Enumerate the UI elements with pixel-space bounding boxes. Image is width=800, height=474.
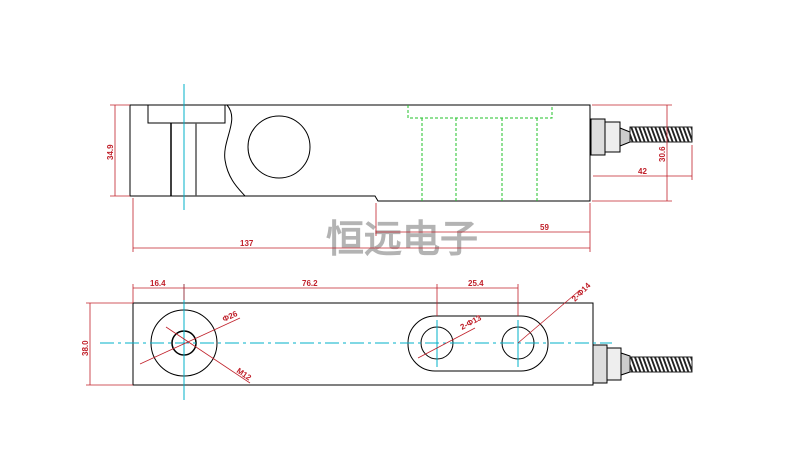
beam-outline-bottom — [132, 302, 594, 386]
width-dimension: 38.0 — [81, 340, 90, 356]
overall-length-dimension: 137 — [240, 239, 254, 248]
cable-connector-bottom — [592, 344, 693, 384]
cable-height-dimension: 30.6 — [658, 146, 667, 162]
cable-length-dimension: 42 — [638, 167, 647, 176]
cable-connector — [590, 118, 693, 156]
bottom-view — [100, 284, 693, 400]
hole-pitch-dimension: 25.4 — [468, 279, 484, 288]
edge-to-hole-dimension: 16.4 — [150, 279, 166, 288]
mount-block — [147, 104, 226, 124]
beam-outline — [129, 104, 591, 202]
height-dimension: 34.9 — [106, 144, 115, 160]
bore-circle — [247, 115, 311, 179]
relief-curve — [224, 104, 246, 197]
top-dimensions — [110, 104, 693, 252]
centerlines-bottom — [100, 284, 612, 400]
thread-dimension: M12 — [235, 366, 253, 382]
beam-section-dimension: 59 — [540, 223, 549, 232]
outer-diameter-dimension: Φ26 — [221, 309, 239, 324]
watermark: 恒远电子 — [326, 216, 478, 261]
top-view — [129, 84, 693, 210]
slot-end-dimension: 2-Φ14 — [570, 281, 593, 304]
bottom-dimensions — [86, 284, 581, 386]
hidden-gauge-lines — [407, 105, 553, 201]
hole-spacing-dimension: 76.2 — [302, 279, 318, 288]
